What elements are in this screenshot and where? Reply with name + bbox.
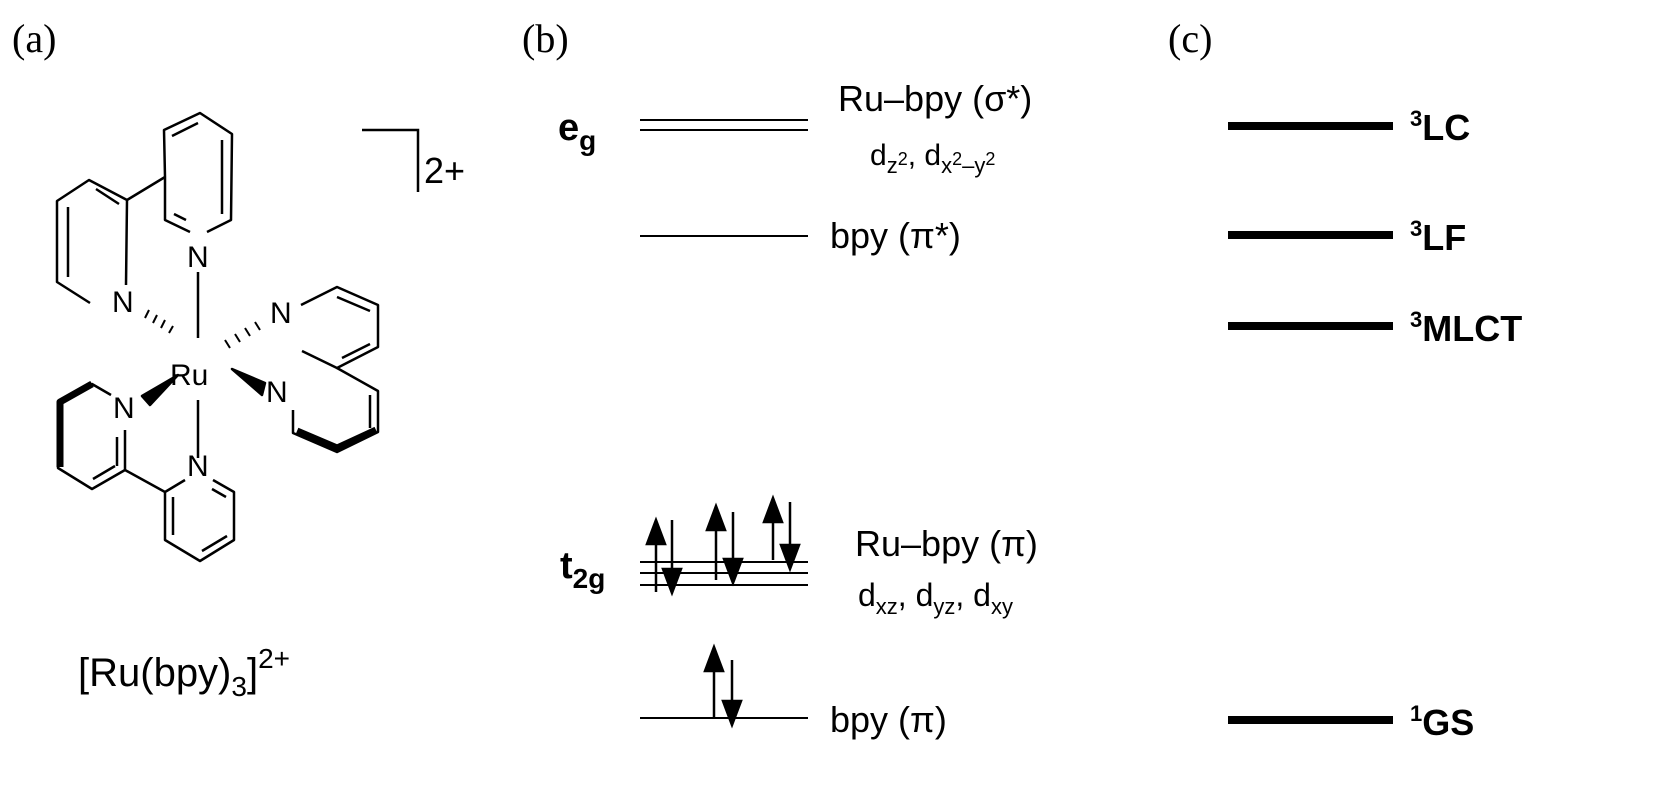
bpy-right-ring-b [291,366,380,454]
down-arrow-icon [721,699,743,729]
formula-subscript: 3 [231,671,247,702]
dz2-sub: z [887,153,898,178]
panel-b: (b) eg Ru–bpy (σ*) dz2, dx2–y2 bpy (π*) … [522,16,1038,740]
eg-label: eg [558,107,596,156]
bpy-top-ring-b-double [171,121,224,222]
ru-n-hashed-right [224,321,261,349]
sigma-star-orbitals: dz2, dx2–y2 [870,139,995,178]
dx2y2-sub-x: x [941,153,952,178]
n-atom-right-top: N [270,297,292,330]
t2g-sub: 2g [573,563,606,594]
dz2-sup: 2 [898,149,908,169]
bpy-bottom-ring-a-bold [56,380,94,467]
dxz-d: d [858,577,876,613]
down-arrow-icon [779,543,801,573]
formula-main: [Ru(bpy) [78,651,231,695]
ru-atom: Ru [170,359,208,392]
ru-n-wedge-left [140,373,180,407]
ru-n-hashed-left [144,309,174,334]
bpy-bottom-ring-b [124,468,236,563]
bpy-top-ring-a-double [66,187,120,277]
electron-pair-2 [705,502,744,587]
complex-formula: [Ru(bpy)3]2+ [78,643,290,702]
ru-pi-title: Ru–bpy (π) [855,523,1038,564]
n-atom-right-bottom: N [266,376,288,409]
n-atom-bottom-left: N [113,392,135,425]
complex-charge: 2+ [424,150,465,191]
state-labels: 3LC 3LF 3MLCT 1GS [1410,106,1522,743]
bpy-top-ring-a [55,178,129,305]
ru-n-wedge-right [230,367,267,397]
panel-b-label: (b) [522,16,569,61]
dyz-sub: yz [933,594,955,619]
panel-a-label: (a) [12,16,56,61]
dx2y2-d: d [924,139,941,172]
dz2-d: d [870,139,887,172]
state-label-3mlct: 3MLCT [1410,307,1522,349]
dx2y2-sub-y: –y [962,153,985,178]
bpy-pi-electrons [703,643,743,729]
t2g-main: t [560,545,573,587]
up-arrow-icon [762,494,784,524]
up-arrow-icon [645,516,667,546]
dxz-sep: , [898,577,916,613]
charge-bracket [362,128,420,192]
eg-sub: g [579,125,596,156]
bpy-right-ring-b-bold [295,426,378,452]
formula-superscript: 2+ [258,643,290,674]
panel-a: (a) 2+ [12,16,465,702]
down-arrow-icon [661,567,683,597]
dxy-sub: xy [991,594,1013,619]
dxz-sub: xz [876,594,898,619]
state-label-1gs: 1GS [1410,701,1474,743]
electron-pair-1 [645,516,683,597]
n-atom-bottom: N [187,450,209,483]
state-lines [1228,122,1393,724]
electron-pair-3 [762,494,801,573]
state-label-3lf: 3LF [1410,216,1466,258]
formula-close: ] [247,651,258,695]
sigma-star-title: Ru–bpy (σ*) [838,78,1032,119]
up-arrow-icon [703,643,725,673]
n-atom-top: N [187,241,209,274]
eg-main: e [558,107,579,149]
bpy-right-ring-a-double [336,295,371,360]
dz2-sep: , [908,139,925,172]
bpy-right-ring-a [300,285,380,370]
bpy-top-ring-b [126,111,234,234]
dx2y2-sup-b: 2 [985,149,995,169]
panel-c: (c) 3LC 3LF 3MLCT 1GS [1168,16,1522,743]
dxy-d: d [973,577,991,613]
state-label-3lc: 3LC [1410,106,1470,148]
down-arrow-icon [722,557,744,587]
dx2y2-sup-a: 2 [952,149,962,169]
bpy-bottom-ring-b-double [171,487,228,553]
atom-labels: Ru N N N N N N [112,241,292,483]
t2g-electrons [645,494,801,597]
dyz-sep: , [955,577,973,613]
bpy-bottom-ring-a-double [92,437,119,481]
t2g-label: t2g [560,545,605,594]
pi-star-title: bpy (π*) [830,215,961,256]
panel-c-label: (c) [1168,16,1212,61]
bpy-pi-title: bpy (π) [830,699,947,740]
ru-bpy-structure [55,111,380,563]
eg-levels [640,119,808,131]
up-arrow-icon [705,502,727,532]
dyz-d: d [916,577,934,613]
n-atom-left: N [112,286,134,319]
ru-pi-orbitals: dxz, dyz, dxy [858,577,1013,619]
